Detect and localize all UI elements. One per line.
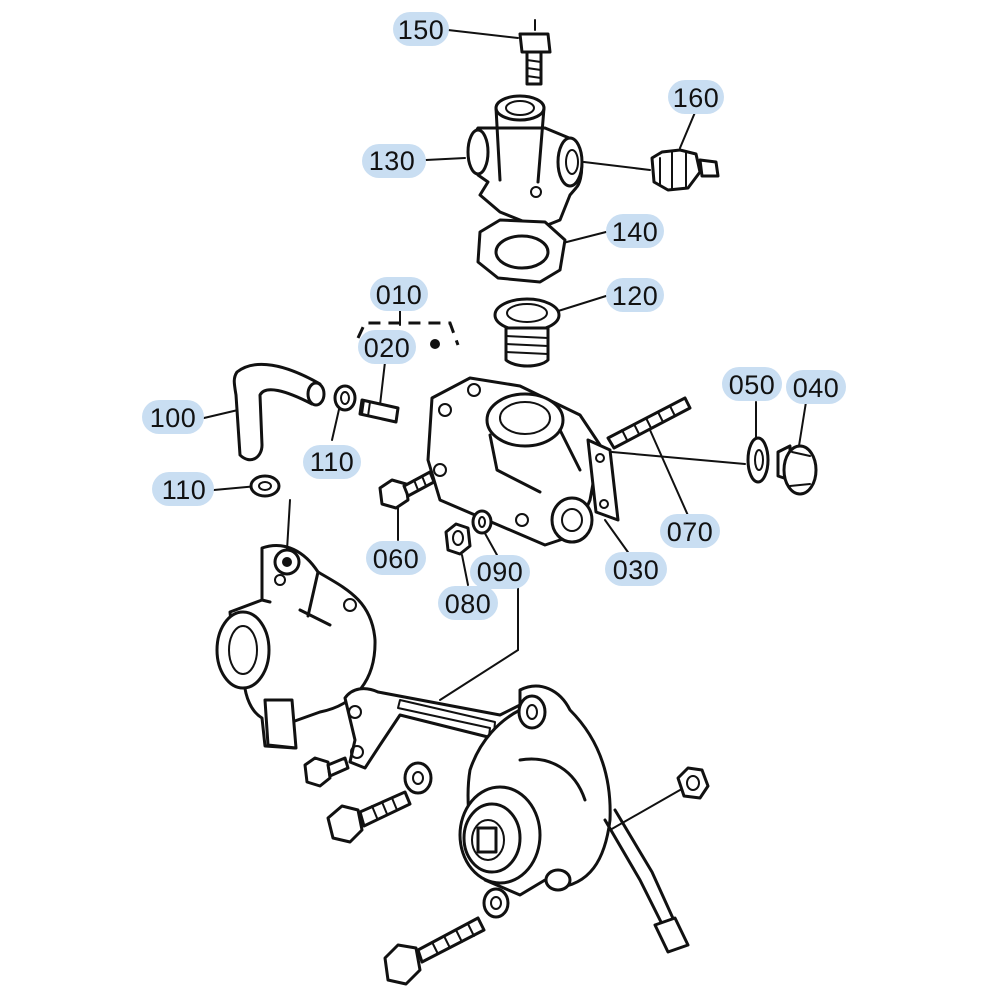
nut-080: [444, 522, 472, 556]
bracket-washer: [403, 761, 433, 795]
callout-040[interactable]: 040: [786, 370, 846, 404]
assembly-bracket-010: [356, 321, 460, 349]
callout-150[interactable]: 150: [393, 12, 449, 46]
callout-070[interactable]: 070: [660, 514, 720, 548]
callout-090-label: 090: [477, 557, 524, 587]
callout-100-label: 100: [150, 403, 197, 433]
callout-110-upper[interactable]: 110: [303, 445, 361, 479]
thermostat-cover-130: [466, 94, 651, 230]
callout-160[interactable]: 160: [668, 80, 724, 114]
callout-100[interactable]: 100: [142, 400, 204, 434]
callout-090[interactable]: 090: [470, 555, 530, 589]
callout-030-label: 030: [613, 555, 660, 585]
washer-050: [746, 436, 770, 484]
callout-130-label: 130: [369, 146, 416, 176]
bracket-bolt-short: [303, 756, 350, 788]
banjo-bolt-150: [518, 19, 552, 86]
leader-lines: [203, 29, 807, 586]
callout-120-label: 120: [612, 281, 659, 311]
callout-110-lower[interactable]: 110: [152, 472, 214, 506]
callout-070-label: 070: [667, 517, 714, 547]
water-pump: [215, 499, 377, 750]
gasket-030: [586, 438, 620, 522]
callout-120[interactable]: 120: [606, 278, 664, 312]
callout-080-label: 080: [445, 589, 492, 619]
clamp-110-lower: [249, 474, 281, 498]
callout-010[interactable]: 010: [370, 277, 428, 311]
callout-060[interactable]: 060: [366, 541, 426, 575]
alternator-bolt-lower: [383, 916, 486, 986]
alternator-bolt-upper: [326, 790, 412, 844]
callout-020-label: 020: [364, 333, 411, 363]
callout-150-label: 150: [398, 15, 445, 45]
callout-010-label: 010: [376, 280, 423, 310]
thermostat-120: [493, 297, 561, 368]
washer-090: [471, 509, 493, 535]
water-flange-body: [426, 376, 602, 547]
callout-130[interactable]: 130: [362, 144, 426, 178]
drain-plug-040: [776, 444, 818, 496]
alternator-washer-lower: [482, 887, 510, 919]
callout-030[interactable]: 030: [605, 552, 667, 586]
callout-050-label: 050: [729, 370, 776, 400]
callout-040-label: 040: [793, 373, 840, 403]
callout-060-label: 060: [373, 544, 420, 574]
callout-140-label: 140: [612, 217, 659, 247]
hose-100: [232, 362, 326, 462]
temperature-sender-160: [650, 148, 720, 192]
callout-110-upper-label: 110: [310, 447, 355, 477]
callout-020[interactable]: 020: [358, 330, 416, 364]
callout-110-lower-label: 110: [162, 475, 207, 505]
bolt-060: [378, 470, 436, 510]
gasket-140: [476, 218, 567, 284]
callout-160-label: 160: [673, 83, 720, 113]
clamp-110-upper: [333, 384, 357, 412]
callout-140[interactable]: 140: [606, 214, 664, 248]
alternator: [458, 684, 690, 954]
callout-080[interactable]: 080: [438, 586, 498, 620]
alternator-nut: [676, 766, 710, 800]
pipe-nipple-020: [358, 398, 400, 424]
stud-bolt-070: [606, 396, 746, 465]
callout-050[interactable]: 050: [722, 367, 782, 401]
